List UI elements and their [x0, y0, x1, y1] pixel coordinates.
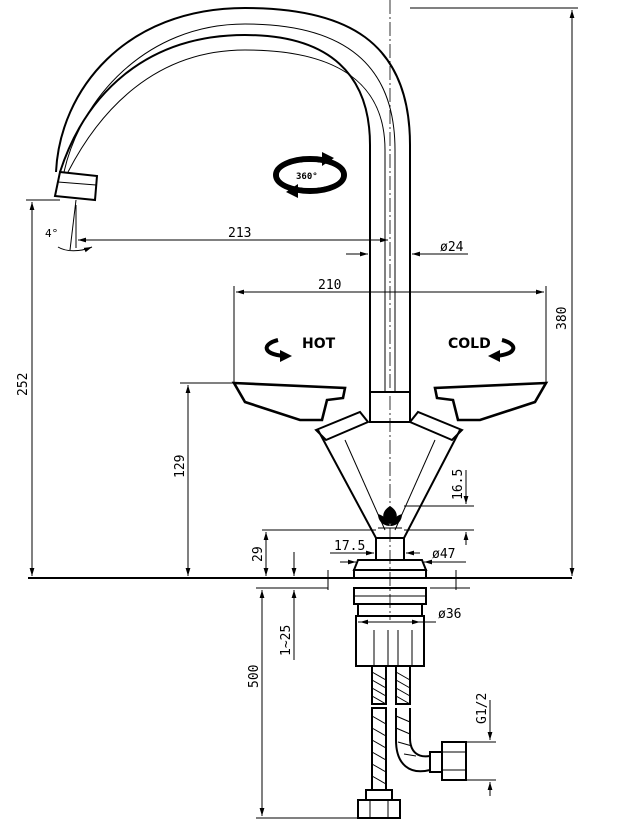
dimension-lines	[26, 7, 578, 819]
dim-deck-range: 1~25	[279, 625, 294, 656]
dim-connector: G1/2	[475, 693, 490, 724]
aerator	[53, 170, 99, 202]
dim-spout-reach: 213	[228, 226, 251, 241]
hot-arrow-icon	[264, 338, 292, 362]
mounting-nut	[353, 587, 427, 667]
dim-handle-height: 129	[173, 455, 188, 478]
hoses	[357, 665, 467, 819]
dim-base-height: 29	[251, 546, 266, 562]
dim-total-height: 380	[555, 307, 570, 330]
dim-top-part: 16.5	[451, 469, 466, 500]
dim-hose-length: 500	[247, 665, 262, 688]
dim-outlet-height: 252	[16, 373, 31, 396]
dim-spout-diameter: ø24	[440, 240, 464, 255]
dim-base-diameter: ø47	[432, 547, 455, 562]
dim-spout-tilt: 4°	[45, 227, 58, 240]
dim-nut-diameter: ø36	[438, 607, 461, 622]
rotate-360-icon: 360°	[273, 152, 347, 198]
cold-arrow-icon	[488, 338, 516, 362]
dim-handle-span: 210	[318, 278, 341, 293]
rotation-label: 360°	[296, 172, 318, 182]
hot-label: HOT	[302, 336, 336, 352]
dim-shank-width: 17.5	[334, 539, 365, 554]
spout	[53, 6, 411, 392]
deck	[28, 570, 572, 590]
cold-label: COLD	[448, 336, 491, 352]
flower-logo-icon	[378, 506, 402, 529]
